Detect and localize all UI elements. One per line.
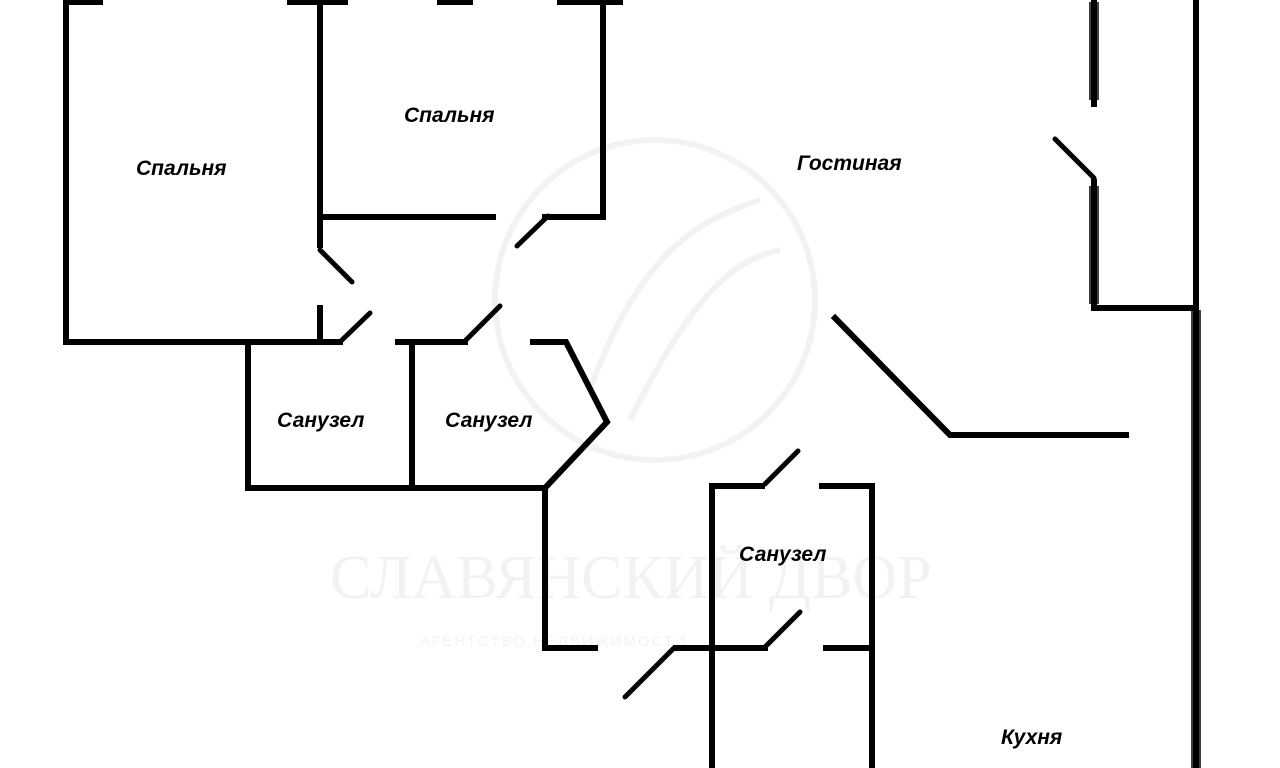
watermark-title: СЛАВЯНСКИЙ ДВОР bbox=[330, 544, 932, 612]
wall-right-bedroom-right bbox=[542, 0, 606, 220]
door-bath3-bottom bbox=[763, 609, 803, 649]
door-left-bedroom bbox=[317, 247, 355, 285]
wall-bath-left bbox=[245, 339, 548, 491]
wall-corridor bbox=[542, 485, 598, 651]
door-bath3-top bbox=[762, 448, 801, 487]
windows bbox=[1089, 2, 1201, 768]
door-bath1 bbox=[339, 310, 373, 343]
wall-bath3-top-left bbox=[709, 483, 765, 768]
room-labels: Спальня Спальня Гостиная Санузел Санузел… bbox=[136, 104, 1062, 749]
room-label-bedroom-right: Спальня bbox=[404, 104, 495, 127]
window-balcony-lower bbox=[1089, 186, 1099, 304]
room-label-bedroom-left: Спальня bbox=[136, 157, 227, 180]
wall-bath-angled bbox=[530, 339, 611, 493]
window-balcony bbox=[1089, 2, 1099, 100]
room-label-bathroom-3: Санузел bbox=[739, 543, 826, 566]
watermark-subtitle: АГЕНТСТВО НЕДВИЖИМОСТИ bbox=[420, 633, 688, 650]
window-exterior-right bbox=[1191, 310, 1201, 768]
door-bath2 bbox=[463, 303, 503, 343]
door-corridor bbox=[622, 645, 677, 700]
door-right-bedroom bbox=[514, 213, 551, 249]
wall-bath3-top-right bbox=[819, 483, 875, 768]
watermark: СЛАВЯНСКИЙ ДВОР АГЕНТСТВО НЕДВИЖИМОСТИ bbox=[330, 137, 932, 650]
room-label-living-room: Гостиная bbox=[797, 152, 902, 175]
doors bbox=[317, 136, 1097, 700]
walls bbox=[63, 0, 1199, 768]
door-living-balcony bbox=[1052, 136, 1097, 181]
watermark-logo-mark bbox=[587, 197, 781, 422]
room-label-kitchen: Кухня bbox=[1001, 726, 1062, 749]
watermark-logo bbox=[492, 137, 818, 463]
room-label-bathroom-1: Санузел bbox=[277, 409, 364, 432]
room-label-bathroom-2: Санузел bbox=[445, 409, 532, 432]
wall-balcony-lower bbox=[1091, 179, 1199, 311]
wall-partition-diagonal bbox=[830, 313, 1129, 438]
